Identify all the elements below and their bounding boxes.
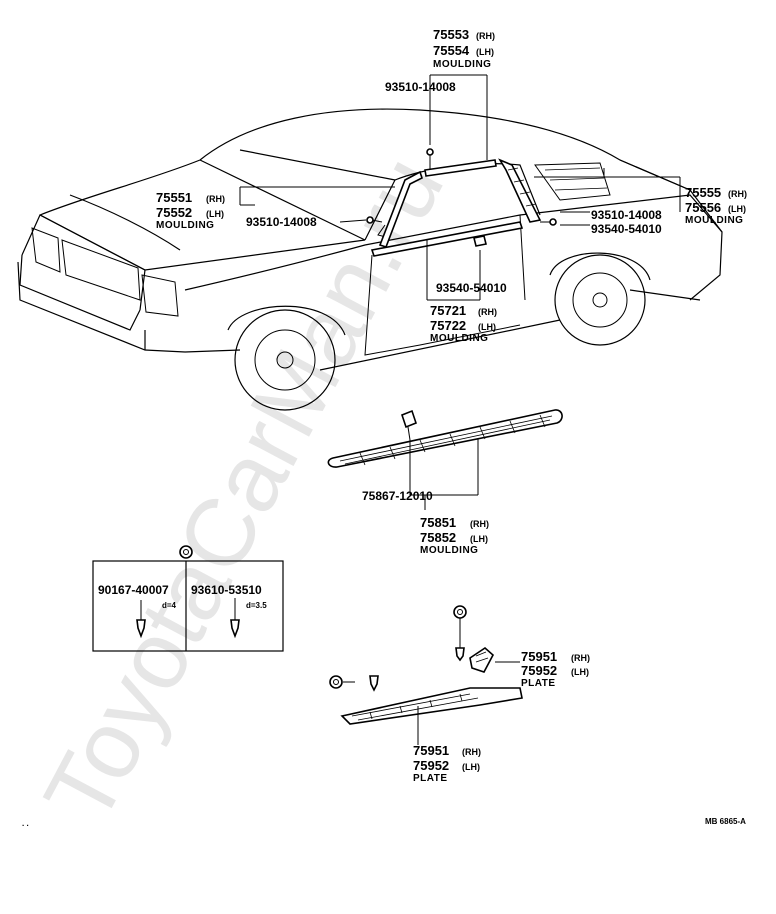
screw-left-part-number: 90167-40007 <box>98 583 169 597</box>
label-plate-small: 75951 (RH) 75952 (LH) PLATE <box>521 649 590 689</box>
part-number: 75551 <box>156 190 192 205</box>
part-name: MOULDING <box>156 220 214 231</box>
rear-screw-label: 93510-14008 <box>591 208 662 222</box>
part-name: PLATE <box>413 773 448 784</box>
screws-on-car <box>366 148 557 247</box>
quarter-moulding <box>498 158 542 223</box>
side-label: (LH) <box>206 209 224 219</box>
belt-clip-label: 93540-54010 <box>436 281 507 295</box>
part-number: 75553 <box>433 27 469 42</box>
rear-clip-label: 93540-54010 <box>591 222 662 236</box>
side-label: (RH) <box>571 653 590 663</box>
large-plate-part <box>329 675 523 725</box>
screw-box <box>92 545 284 652</box>
part-number: 75552 <box>156 205 192 220</box>
part-name: PLATE <box>521 678 556 689</box>
part-number: 75952 <box>413 758 449 773</box>
side-label: (LH) <box>728 204 746 214</box>
part-name: MOULDING <box>685 215 743 226</box>
part-name: MOULDING <box>433 59 491 70</box>
small-plate-part <box>453 605 495 673</box>
roof-drip-moulding <box>424 159 497 177</box>
side-label: (LH) <box>571 667 589 677</box>
part-number: 75951 <box>413 743 449 758</box>
part-number: 75851 <box>420 515 456 530</box>
part-number: 75852 <box>420 530 456 545</box>
screw-right-dimension: d=3.5 <box>246 601 267 610</box>
side-label: (RH) <box>462 747 481 757</box>
side-label: (RH) <box>728 189 747 199</box>
part-number: 75555 <box>685 185 721 200</box>
label-rocker-moulding: 75851 (RH) 75852 (LH) MOULDING <box>420 515 489 556</box>
label-front-pillar: 75551 (RH) 75552 (LH) MOULDING 93510-140… <box>156 190 317 231</box>
rocker-clip-label: 75867-12010 <box>362 489 433 503</box>
corner-mark: . . <box>22 819 29 828</box>
label-belt-moulding: 75721 (RH) 75722 (LH) MOULDING <box>430 303 497 344</box>
side-label: (LH) <box>470 534 488 544</box>
side-label: (RH) <box>478 307 497 317</box>
part-name: MOULDING <box>430 333 488 344</box>
label-screw-box: 90167-40007 d=4 93610-53510 d=3.5 <box>98 583 267 610</box>
footer-code: MB 6865-A <box>705 817 746 826</box>
side-label: (LH) <box>476 47 494 57</box>
screw-label: 93510-14008 <box>246 215 317 229</box>
part-number: 75952 <box>521 663 557 678</box>
leader-lines <box>239 74 681 745</box>
part-number: 75722 <box>430 318 466 333</box>
part-name: MOULDING <box>420 545 478 556</box>
side-label: (LH) <box>462 762 480 772</box>
side-label: (RH) <box>206 194 225 204</box>
car-body-illustration <box>17 108 723 411</box>
side-label: (LH) <box>478 322 496 332</box>
belt-moulding <box>370 221 524 257</box>
label-rear-moulding: 75555 (RH) 75556 (LH) MOULDING <box>685 185 747 226</box>
side-label: (RH) <box>476 31 495 41</box>
side-label: (RH) <box>470 519 489 529</box>
part-number: 75721 <box>430 303 466 318</box>
rocker-moulding-part <box>327 409 563 468</box>
screw-left-dimension: d=4 <box>162 601 177 610</box>
part-number: 75554 <box>433 43 470 58</box>
part-number: 75556 <box>685 200 721 215</box>
part-number: 75951 <box>521 649 557 664</box>
label-plate-large: 75951 (RH) 75952 (LH) PLATE <box>413 743 481 784</box>
label-upper-moulding: 75553 (RH) 75554 (LH) MOULDING <box>433 27 495 70</box>
screw-top-label: 93510-14008 <box>385 80 456 94</box>
screw-right-part-number: 93610-53510 <box>191 583 262 597</box>
